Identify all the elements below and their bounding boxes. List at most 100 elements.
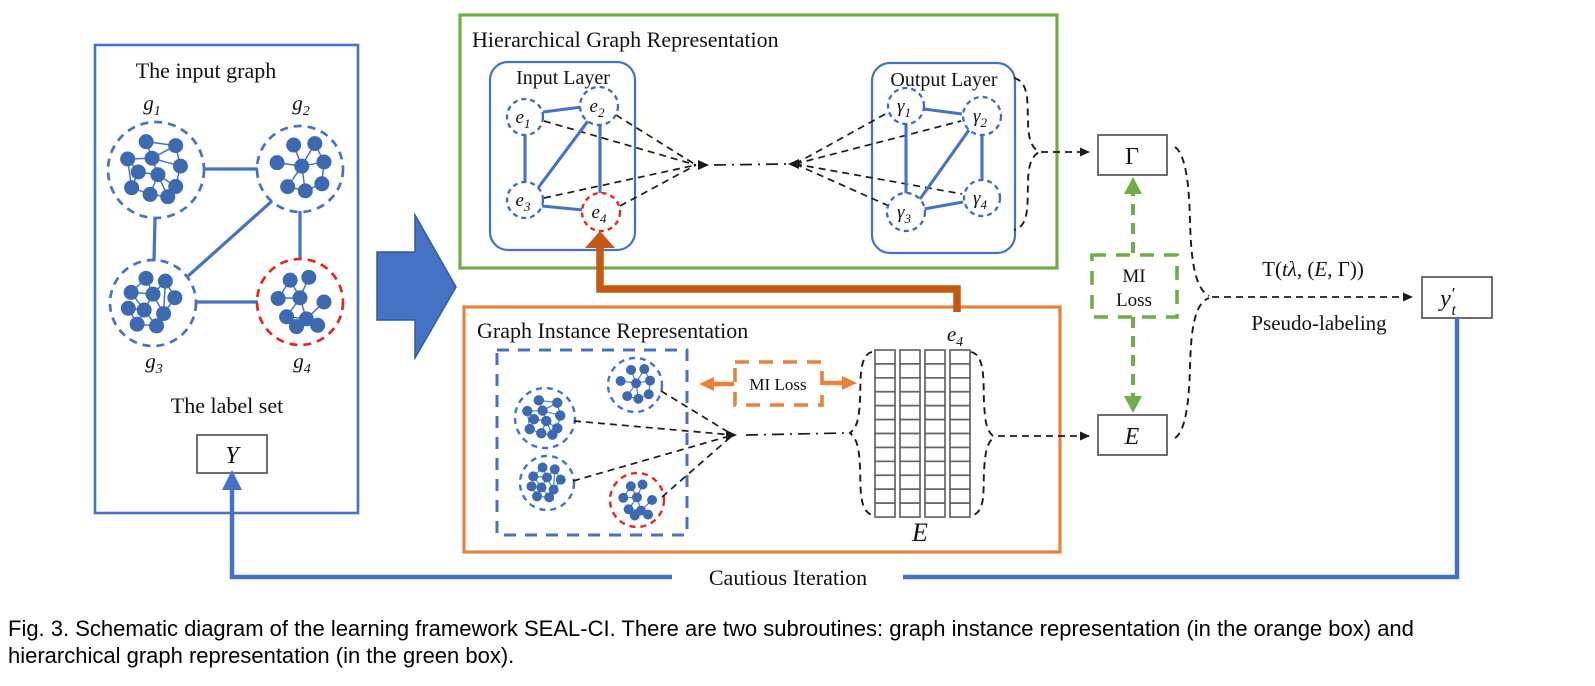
graph-node (316, 294, 332, 310)
graph-cluster (106, 120, 206, 220)
graph-node (643, 509, 654, 520)
graph-node (124, 180, 140, 196)
matrix-cell (949, 376, 971, 393)
graph-node (536, 482, 547, 493)
mi-loss-up-arrowhead (1124, 177, 1142, 194)
graph-node (168, 138, 184, 154)
instance-mi-loss-label: MI Loss (749, 375, 806, 394)
input-layer-edges (523, 105, 602, 212)
input-graph-title: The input graph (136, 58, 277, 83)
hierarchical-section: Hierarchical Graph Representation Input … (458, 13, 1059, 270)
graph-node (637, 479, 648, 490)
graph-cluster (608, 471, 666, 529)
graph-node (157, 273, 173, 289)
graph-node (167, 290, 183, 306)
cluster-label-g2: g2 (292, 91, 310, 119)
node-e3-label: e3 (516, 190, 531, 214)
gamma-box (1097, 134, 1168, 176)
graph-node (280, 179, 296, 195)
input-graph-clusters (106, 120, 345, 348)
mi-loss-down-arrowhead (1124, 396, 1142, 413)
cluster-ring (608, 471, 666, 529)
e-box-label: E (1124, 424, 1140, 450)
cluster-label-g1: g1 (143, 91, 161, 119)
graph-node (314, 176, 330, 192)
loop-right-segment (903, 318, 1460, 580)
graph-node (269, 155, 285, 171)
graph-node (156, 306, 172, 322)
graph-node (138, 134, 154, 150)
matrix-cell (899, 502, 921, 518)
graph-node (533, 395, 545, 406)
matrix-cell (874, 502, 896, 518)
graph-node (536, 428, 547, 439)
output-layer-edges (904, 107, 984, 211)
graph-node (129, 316, 145, 332)
graph-node (270, 290, 286, 306)
instance-arrow-right (726, 430, 737, 440)
graph-node (544, 492, 555, 503)
node-e3 (505, 180, 545, 220)
matrix-cell (924, 460, 946, 477)
matrix-cell (924, 502, 946, 518)
graph-node (537, 405, 548, 416)
cluster-label-g3: g3 (145, 349, 163, 377)
matrix-cell (949, 432, 971, 449)
input-graph-section: The input graph g1 g2 g3 g4 The label se… (93, 43, 360, 515)
cluster-ring (606, 356, 664, 414)
instance-mi-loss-box (733, 360, 824, 407)
graph-node (172, 158, 188, 174)
graph-node (629, 510, 640, 521)
merge-brace-top (1174, 146, 1210, 297)
node-e1-label: e1 (516, 107, 531, 131)
graph-node (542, 472, 552, 483)
matrix-cell (949, 363, 971, 379)
mid-arrow-right (698, 160, 709, 170)
node-e2-label: e2 (590, 96, 605, 120)
node-e4-label: e4 (592, 202, 607, 226)
graph-node (160, 189, 176, 205)
gamma-box-label: Γ (1125, 144, 1139, 170)
matrix-cell (874, 432, 896, 449)
cautious-iteration-loop: Cautious Iteration (222, 318, 1460, 590)
matrix-e4-label: e4 (947, 322, 963, 350)
graph-node (645, 375, 656, 386)
graph-node (282, 272, 298, 288)
node-gamma3 (885, 191, 927, 233)
graph-node (130, 164, 146, 180)
instance-title: Graph Instance Representation (477, 318, 748, 343)
cluster-ring (513, 386, 577, 450)
matrix-cell (949, 488, 971, 504)
seal-ci-diagram: The input graph g1 g2 g3 g4 The label se… (93, 13, 1493, 590)
graph-node (123, 284, 139, 300)
output-brace (1013, 77, 1041, 231)
matrix-cell (899, 390, 921, 407)
instance-clusters (513, 356, 666, 529)
output-fan-lines (794, 111, 963, 207)
graph-node (632, 492, 642, 503)
graph-node (625, 481, 636, 492)
loop-left-segment (229, 479, 672, 580)
node-e2 (578, 85, 620, 127)
graph-node (555, 474, 566, 485)
matrix-cell (899, 460, 921, 477)
caption-line-1: Fig. 3. Schematic diagram of the learnin… (8, 616, 1414, 641)
matrix-cell (899, 363, 921, 379)
matrix-cell (949, 474, 971, 491)
matrix-cell (874, 390, 896, 407)
instance-cluster-frame (495, 348, 689, 537)
graph-node (639, 364, 650, 375)
e4-feedback-arrow-path (596, 246, 961, 312)
e-box (1097, 414, 1168, 456)
matrix-cell (949, 502, 971, 518)
matrix-cell (899, 349, 921, 365)
graph-node (623, 504, 634, 515)
graph-node (297, 183, 313, 199)
graph-node (279, 309, 295, 325)
matrix-cell (874, 446, 896, 463)
label-set-box (196, 434, 268, 474)
graph-node (310, 317, 326, 333)
matrix-e-label: E (911, 518, 928, 547)
graph-node (631, 378, 642, 389)
node-gamma1-label: γ1 (897, 96, 911, 120)
